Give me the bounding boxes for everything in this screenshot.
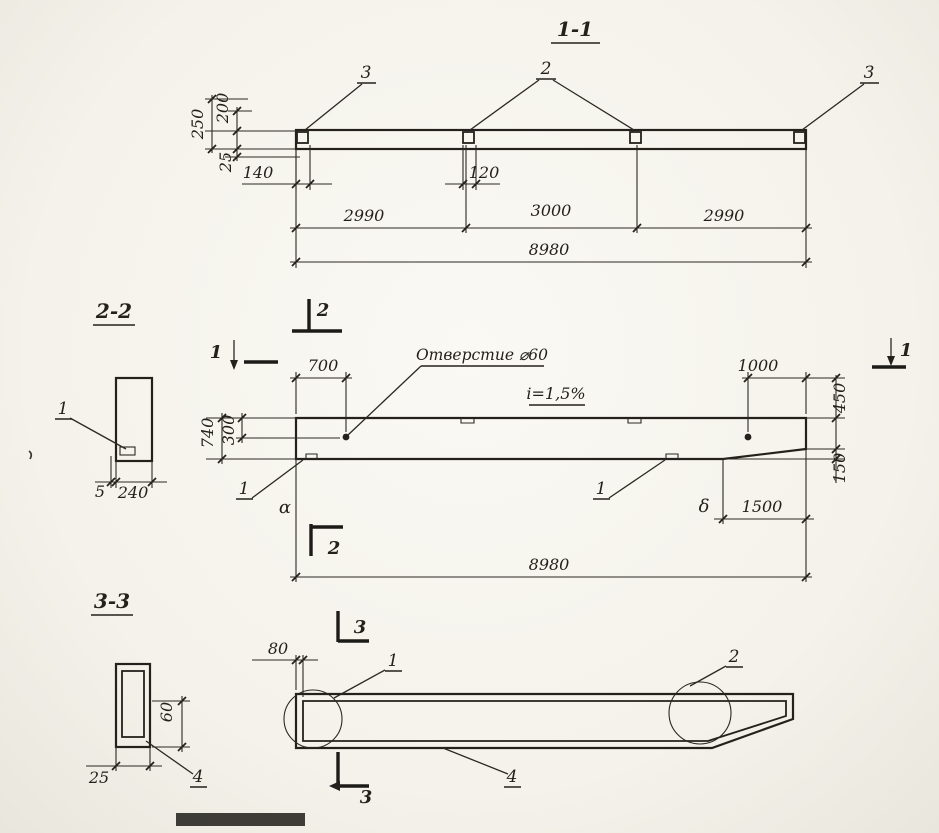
view-2-2-title: 2-2 — [95, 299, 132, 323]
view-2-2: 2-2 1 5 240 — [55, 299, 167, 502]
dim-1000-group: 1000 — [738, 356, 845, 432]
view-3-3: 3-3 60 25 4 — [86, 589, 207, 788]
callout-plate-4: 4 — [506, 767, 518, 787]
callout-3-right: 3 — [864, 63, 875, 83]
bottom-outline-outer — [294, 692, 795, 750]
dim-200: 200 — [213, 93, 232, 125]
dims-1-1-left: 250 200 25 — [188, 93, 300, 173]
dim-80: 80 — [268, 639, 288, 658]
slope-note-group: i=1,5% — [526, 384, 586, 406]
detail-circle-1 — [283, 689, 343, 749]
dims-1-1-small: 140 120 — [242, 145, 500, 190]
dim-2990-b: 2990 — [703, 206, 745, 225]
node-alpha: α — [279, 497, 291, 518]
dim-700-group: 700 — [290, 356, 352, 432]
dim-700: 700 — [308, 356, 339, 375]
beam-plan-outline — [294, 416, 808, 461]
callouts-1-1: 3 2 3 — [304, 59, 879, 131]
dim-140: 140 — [243, 163, 274, 182]
callout-2-mid: 2 — [540, 59, 552, 79]
section-3-3-inner — [121, 670, 145, 738]
marker-1-right-label: 1 — [900, 340, 913, 361]
dim-8980-top: 8980 — [529, 240, 570, 259]
dim-240: 240 — [117, 483, 149, 502]
dim-25-top: 25 — [216, 152, 235, 173]
detail-circle-2 — [668, 681, 732, 745]
dim-120: 120 — [469, 163, 500, 182]
beam-elevation-outline — [294, 128, 808, 151]
dims-3-3: 60 25 — [86, 696, 190, 787]
section-marker-1-left: 1 — [210, 340, 278, 370]
dim-2990-a: 2990 — [343, 206, 385, 225]
marker-2-top-label: 2 — [316, 300, 330, 321]
marker-3-bottom-label: 3 — [360, 787, 373, 808]
dim-250: 250 — [188, 109, 207, 141]
scan-speckle — [28, 450, 33, 460]
dim-300: 300 — [219, 415, 238, 446]
callout-3-3-plate: 4 — [192, 767, 204, 787]
slope-note: i=1,5% — [526, 384, 585, 403]
node-callouts: 1 α 1 δ — [236, 459, 710, 518]
plan-view: 2 1 1 Отверстие ⌀60 — [198, 299, 912, 582]
dim-450: 450 — [830, 383, 849, 415]
section-2-2-plate — [119, 446, 136, 456]
dims-2-2: 5 240 — [95, 456, 167, 502]
dim-25-bottom: 25 — [88, 768, 109, 787]
callout-3-left: 3 — [361, 63, 372, 83]
marker-2-bottom-label: 2 — [327, 538, 341, 559]
embedded-plate-marks — [305, 418, 679, 459]
dim-1500-group: 1500 — [714, 449, 814, 524]
dim-3000: 3000 — [531, 201, 572, 220]
scan-artifacts — [28, 450, 305, 826]
hole-note-group: Отверстие ⌀60 — [347, 346, 548, 436]
dim-8980-plan-group: 8980 — [290, 459, 812, 582]
dims-right-group: 450 150 — [723, 373, 849, 484]
scan-artifact-bar — [176, 813, 305, 826]
hole-right — [744, 433, 752, 441]
dim-150: 150 — [830, 453, 849, 484]
dims-left-group: 740 300 — [198, 413, 340, 464]
section-2-2-outline — [114, 376, 154, 463]
hole-note: Отверстие ⌀60 — [416, 346, 548, 364]
dim-1000: 1000 — [738, 356, 779, 375]
callout-detail-2: 2 — [728, 647, 740, 667]
bottom-outline-inner — [302, 700, 787, 742]
dim-60: 60 — [157, 702, 176, 722]
view-1-1-title: 1-1 — [557, 17, 593, 41]
section-marker-3-bottom: 3 — [329, 752, 372, 808]
dim-5: 5 — [95, 482, 105, 501]
bottom-view: 3 80 1 2 4 — [252, 611, 795, 808]
section-marker-1-right: 1 — [872, 338, 913, 369]
dim-80-group: 80 — [252, 639, 318, 697]
dim-8980-plan: 8980 — [529, 555, 570, 574]
callout-detail-1: 1 — [388, 651, 399, 671]
marker-3-top-label: 3 — [354, 617, 367, 638]
dim-1500: 1500 — [742, 497, 783, 516]
section-3-3-outer — [114, 662, 152, 749]
marker-1-left-label: 1 — [210, 342, 223, 363]
view-1-1: 1-1 3 2 3 — [188, 17, 879, 268]
section-marker-2-top: 2 — [292, 299, 342, 333]
dims-1-1-spans: 2990 3000 2990 8980 — [290, 145, 812, 268]
callout-1-b: 1 — [596, 479, 607, 499]
view-3-3-title: 3-3 — [94, 589, 130, 613]
bottom-callouts: 1 2 4 — [333, 647, 743, 788]
callout-2-2-plate: 1 — [58, 399, 69, 419]
dim-740: 740 — [198, 418, 217, 449]
hole-left — [342, 433, 350, 441]
section-marker-2-bottom: 2 — [309, 524, 343, 559]
node-delta: δ — [699, 496, 710, 517]
callout-1-a: 1 — [239, 479, 250, 499]
section-marker-3-top: 3 — [336, 611, 369, 643]
